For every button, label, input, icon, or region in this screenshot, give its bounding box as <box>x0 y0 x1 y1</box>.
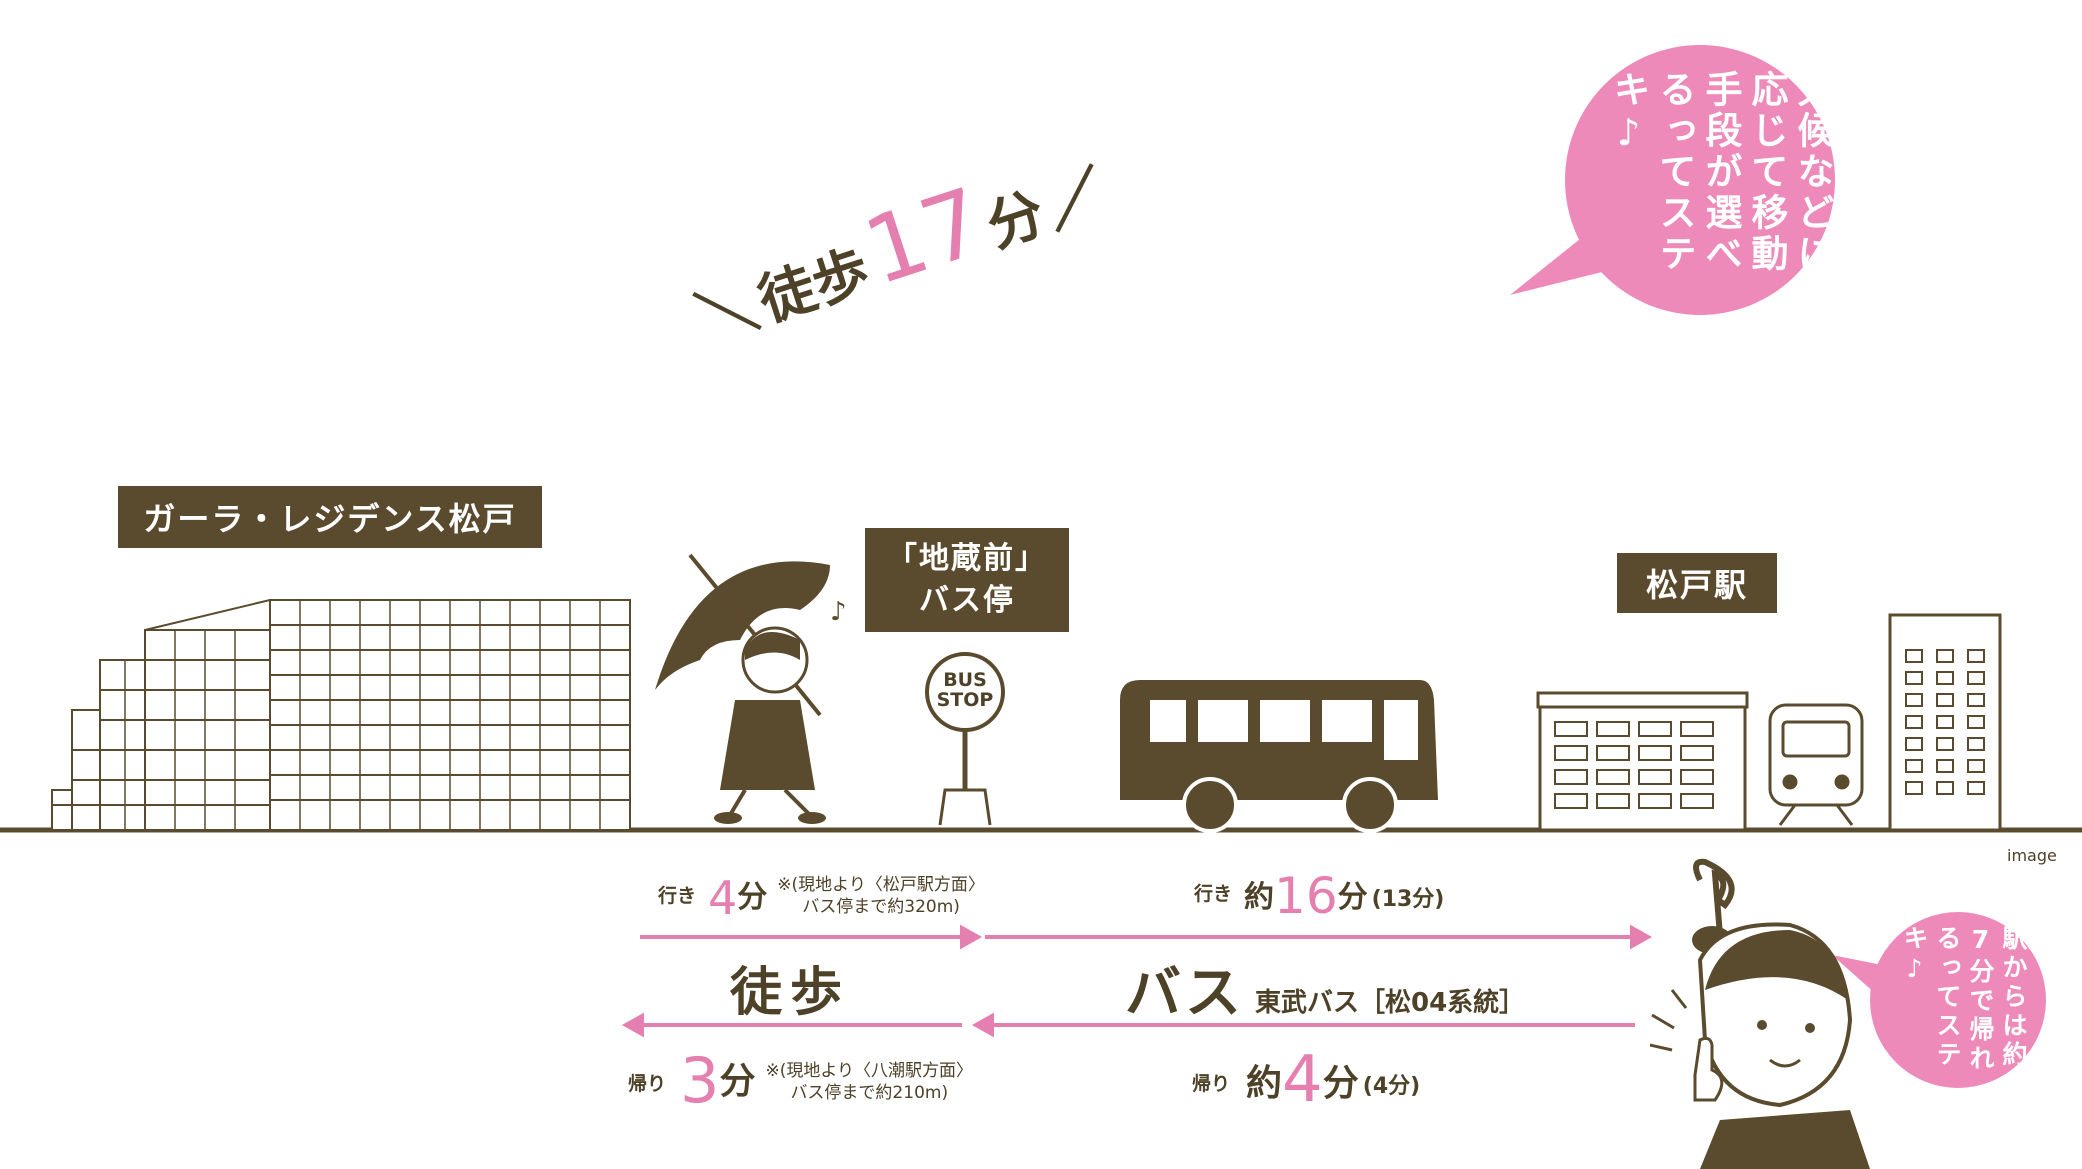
image-note: image <box>2007 846 2057 865</box>
speech-bubble-bottom <box>1832 912 2046 1088</box>
apartment-building-icon <box>51 599 631 831</box>
walk-back-note-1: ※(現地より〈八潮駅方面〉 <box>765 1061 974 1081</box>
bus-stop-sign-icon <box>925 652 1005 826</box>
walk-back-info: 帰り 3 分 ※(現地より〈八潮駅方面〉 バス停まで約210m) <box>628 1050 973 1112</box>
girl-with-umbrella-icon: ♪ <box>655 553 847 824</box>
bus-go-info: 行き 約 16 分 (13分) <box>1194 870 1444 922</box>
walk-go-prefix: 行き <box>658 885 697 907</box>
bus-go-approx: 約 <box>1244 880 1275 915</box>
bus-back-prefix: 帰り <box>1192 1073 1231 1095</box>
bus-sign-line1: BUS <box>943 669 987 691</box>
walk-back-prefix: 帰り <box>628 1073 667 1095</box>
bus-go-arrow <box>985 924 1653 950</box>
bus-back-approx: 約 <box>1246 1063 1283 1104</box>
busstop-label-line2: バス停 <box>919 583 1015 618</box>
bus-go-paren: (13分) <box>1371 887 1445 912</box>
bus-go-unit: 分 <box>1337 880 1368 915</box>
bus-go-prefix: 行き <box>1194 883 1233 905</box>
bus-back-paren: (4分) <box>1362 1074 1421 1099</box>
speech-bubble-top <box>1510 45 1835 315</box>
bus-mode-label: バス <box>1125 961 1245 1026</box>
residence-label-text: ガーラ・レジデンス松戸 <box>143 500 517 538</box>
bus-back-arrow <box>971 1012 1635 1038</box>
station-label: 松戸駅 <box>1617 553 1777 613</box>
train-icon <box>1768 703 1864 826</box>
walk-go-note-2: バス停まで約320m) <box>802 897 960 917</box>
busstop-label: 「地蔵前」 バス停 <box>865 528 1069 632</box>
walk-go-minutes: 4 <box>708 871 738 925</box>
walk-go-unit: 分 <box>737 880 768 915</box>
bus-back-info: 帰り 約 4 分 (4分) <box>1192 1048 1420 1112</box>
bus-go-minutes: 16 <box>1274 867 1338 925</box>
busstop-label-line1: 「地蔵前」 <box>887 541 1047 576</box>
woman-pointing-icon <box>1649 858 1870 1169</box>
residence-label: ガーラ・レジデンス松戸 <box>118 486 542 548</box>
bus-mode-row: バス 東武バス［松04系統］ <box>1125 948 1525 1029</box>
walk-go-note-1: ※(現地より〈松戸駅方面〉 <box>777 875 985 895</box>
bus-stop-sign-text: BUS STOP <box>927 670 1003 710</box>
svg-text:♪: ♪ <box>830 597 847 627</box>
walk-go-info: 行き 4 分 ※(現地より〈松戸駅方面〉 バス停まで約320m) <box>658 872 985 922</box>
bus-back-minutes: 4 <box>1282 1043 1323 1117</box>
bus-icon <box>1120 680 1438 833</box>
bubble-bottom-text: 駅からは約7分で帰れるってステキ♪ <box>1900 925 2028 1074</box>
walk-back-minutes: 3 <box>680 1044 720 1117</box>
bus-sign-line2: STOP <box>936 689 994 711</box>
walk-mode-label: 徒歩 <box>730 963 851 1023</box>
walk-back-note-2: バス停まで約210m) <box>790 1083 949 1103</box>
station-label-text: 松戸駅 <box>1645 566 1748 604</box>
bus-company: 東武バス［松04系統］ <box>1255 988 1526 1018</box>
bus-back-unit: 分 <box>1322 1063 1359 1104</box>
tower-building-icon <box>1888 613 2002 832</box>
bubble-top-text: 天候などに応じて移動手段が選べるってステキ♪ <box>1607 70 1834 275</box>
walk-back-unit: 分 <box>719 1061 756 1102</box>
station-building-icon <box>1536 691 1749 832</box>
walk-back-arrow <box>621 1012 962 1038</box>
walk-go-arrow <box>640 924 983 950</box>
